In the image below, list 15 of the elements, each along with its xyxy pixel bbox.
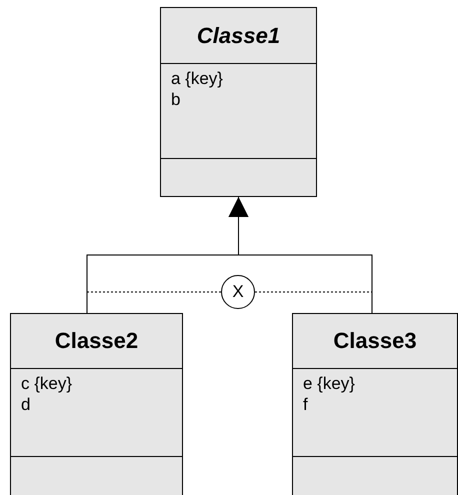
inheritance-arrow — [228, 196, 372, 314]
attribute-text: b — [171, 90, 180, 109]
attribute-text: f — [303, 395, 308, 414]
constraint-label: X — [232, 282, 244, 302]
attribute-text: d — [21, 395, 30, 414]
attribute-text: c {key} — [21, 374, 72, 393]
constraint-circle — [221, 275, 255, 309]
class-name: Classe2 — [54, 328, 138, 354]
class-box — [160, 7, 317, 197]
attribute-text: e {key} — [303, 374, 355, 393]
class-box — [10, 313, 183, 495]
class-box — [292, 313, 458, 495]
class-name: Classe1 — [196, 22, 280, 48]
class-name: Classe3 — [333, 328, 417, 354]
attribute-text: a {key} — [171, 69, 223, 88]
